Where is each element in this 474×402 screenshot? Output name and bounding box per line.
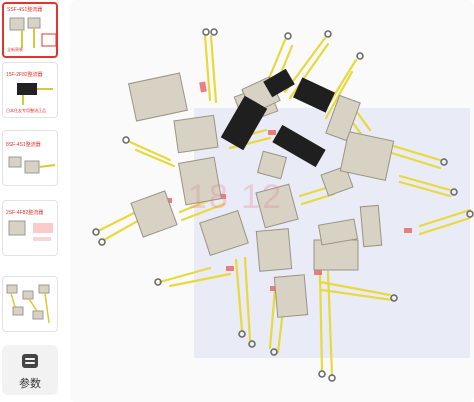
thumbnail-image [8,156,56,174]
thumbnail-title: 15F-2F82整流器 [6,72,43,78]
thumbnail-1[interactable]: SSF-4S1整流器 全新原装 [2,2,58,58]
thumbnail-image [17,83,53,105]
thumbnail-note: 全新原装 [7,47,23,52]
thumbnail-3[interactable]: 8SF-4S1整流器 [2,130,58,186]
thumbnail-title: SSF-4S1整流器 [7,7,43,13]
thumbnail-image [6,284,50,324]
product-photo [92,28,474,382]
thumbnail-title: 2SF-4F82整流器 [6,210,44,216]
thumbnail-sidebar: SSF-4S1整流器 全新原装 15F-2F82整流器 日本住友专用整流正品 8… [0,0,62,402]
params-icon [22,354,38,368]
thumbnail-note: 日本住友专用整流正品 [6,108,46,113]
thumbnail-5[interactable] [2,276,58,332]
params-button[interactable]: 参数 [2,345,58,395]
watermark-text: 18 12 [188,178,284,216]
params-label: 参数 [19,378,41,390]
thumbnail-image [8,220,53,241]
thumbnail-image [9,17,56,48]
main-product-image[interactable]: 18 12 [70,0,474,402]
thumbnail-4[interactable]: 2SF-4F82整流器 [2,200,58,256]
thumbnail-title: 8SF-4S1整流器 [6,142,41,148]
thumbnail-2[interactable]: 15F-2F82整流器 日本住友专用整流正品 [2,62,58,118]
